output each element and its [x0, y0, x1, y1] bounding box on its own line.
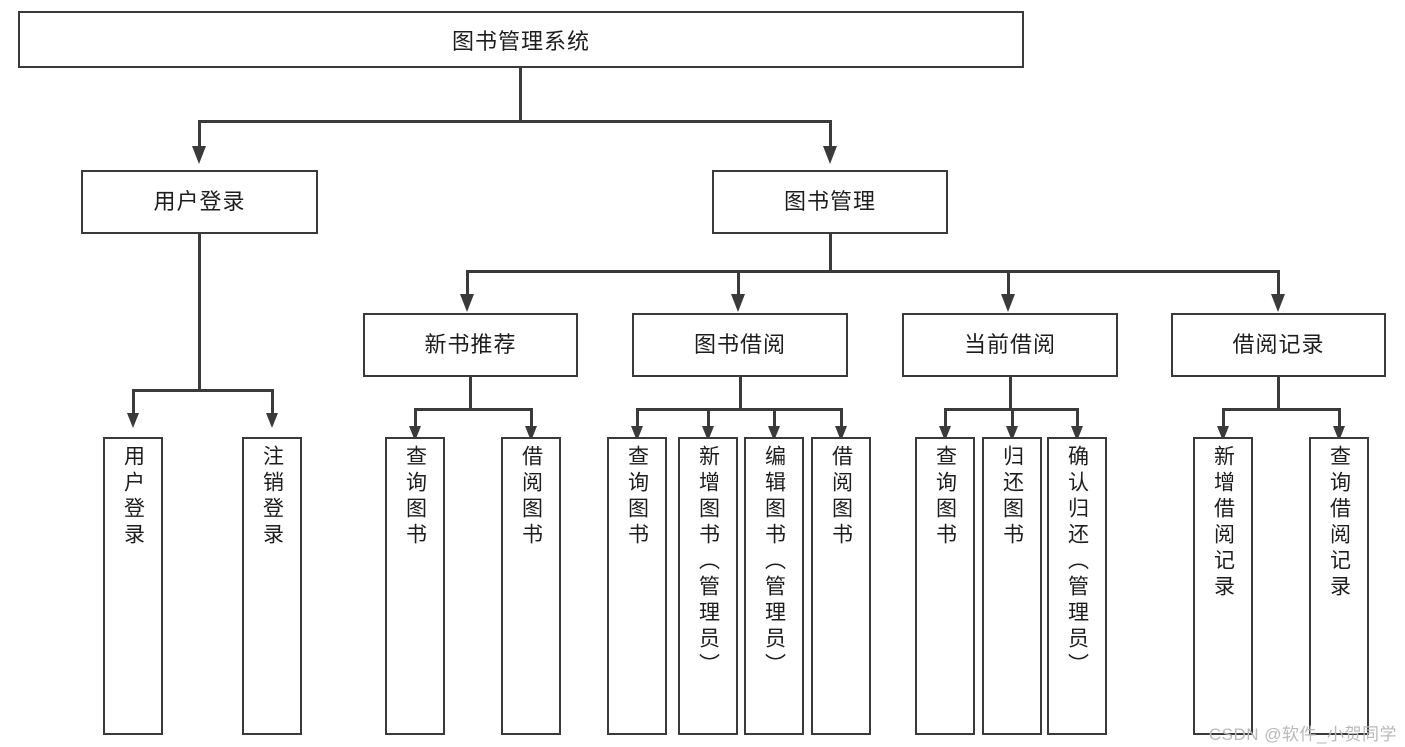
node-label: 借阅记录 [1232, 331, 1325, 357]
leaf-label: 查询图书 [403, 445, 427, 549]
node-label: 图书管理 [783, 188, 876, 214]
connector-root-stem [519, 68, 522, 120]
leaf-new-book-query[interactable]: 查询图书 [385, 437, 445, 735]
arrow-level2-2 [823, 146, 837, 164]
node-root-system[interactable]: 图书管理系统 [18, 11, 1024, 68]
node-book-borrow[interactable]: 图书借阅 [632, 313, 848, 377]
connector-user-login-drop-2 [271, 389, 274, 415]
connector-book-borrow-drop-4 [840, 408, 843, 429]
node-label: 图书管理系统 [451, 28, 590, 54]
node-new-book-recommend[interactable]: 新书推荐 [363, 313, 578, 377]
arrow-level2-1 [192, 146, 206, 164]
connector-current-borrow-drop-1 [944, 408, 947, 429]
leaf-label: 新增借阅记录 [1211, 445, 1235, 601]
leaf-label: 用户登录 [121, 445, 145, 549]
connector-level2-drop-2 [829, 120, 832, 148]
connector-borrow-record-stem [1277, 377, 1280, 408]
leaf-user-login-login[interactable]: 用户登录 [103, 437, 163, 735]
arrow-level3-3 [1001, 294, 1015, 312]
leaf-borrow-record-query[interactable]: 查询借阅记录 [1309, 437, 1369, 735]
leaf-borrow-record-add[interactable]: 新增借阅记录 [1193, 437, 1253, 735]
connector-current-borrow-drop-3 [1076, 408, 1079, 429]
connector-borrow-record-bus [1222, 408, 1340, 411]
connector-new-book-drop-2 [530, 408, 533, 429]
connector-user-login-bus [132, 389, 273, 392]
connector-new-book-bus [414, 408, 532, 411]
leaf-book-borrow-edit[interactable]: 编辑图书（管理员） [744, 437, 804, 735]
node-label: 当前借阅 [963, 331, 1056, 357]
node-borrow-record[interactable]: 借阅记录 [1171, 313, 1386, 377]
node-current-borrow[interactable]: 当前借阅 [902, 313, 1118, 377]
leaf-new-book-borrow[interactable]: 借阅图书 [501, 437, 561, 735]
connector-level3-drop-4 [1277, 270, 1280, 296]
leaf-current-borrow-return[interactable]: 归还图书 [982, 437, 1042, 735]
leaf-label: 借阅图书 [829, 445, 853, 549]
connector-new-book-stem [469, 377, 472, 408]
arrow-user-login-leaf-1 [127, 413, 139, 428]
connector-level2-bus [198, 120, 831, 123]
leaf-label: 编辑图书（管理员） [762, 445, 786, 679]
leaf-user-login-logout[interactable]: 注销登录 [242, 437, 302, 735]
node-user-login[interactable]: 用户登录 [81, 170, 318, 234]
connector-book-borrow-bus [636, 408, 842, 411]
connector-book-borrow-stem [739, 377, 742, 408]
node-label: 用户登录 [153, 188, 246, 214]
leaf-current-borrow-query[interactable]: 查询图书 [915, 437, 975, 735]
connector-current-borrow-drop-2 [1011, 408, 1014, 429]
connector-new-book-drop-1 [414, 408, 417, 429]
leaf-label: 归还图书 [1000, 445, 1024, 549]
connector-borrow-record-drop-2 [1338, 408, 1341, 429]
leaf-label: 查询图书 [625, 445, 649, 549]
leaf-label: 确认归还（管理员） [1065, 445, 1089, 679]
arrow-level3-4 [1271, 294, 1285, 312]
leaf-book-borrow-borrow[interactable]: 借阅图书 [811, 437, 871, 735]
connector-current-borrow-stem [1009, 377, 1012, 408]
connector-book-borrow-drop-3 [773, 408, 776, 429]
node-book-management[interactable]: 图书管理 [712, 170, 948, 234]
leaf-book-borrow-add[interactable]: 新增图书（管理员） [678, 437, 738, 735]
connector-user-login-drop-1 [132, 389, 135, 415]
node-label: 新书推荐 [424, 331, 517, 357]
connector-borrow-record-drop-1 [1222, 408, 1225, 429]
leaf-current-borrow-confirm-return[interactable]: 确认归还（管理员） [1047, 437, 1107, 735]
leaf-label: 新增图书（管理员） [696, 445, 720, 679]
connector-book-management-stem [829, 234, 832, 270]
connector-level3-drop-3 [1007, 270, 1010, 296]
leaf-label: 借阅图书 [519, 445, 543, 549]
arrow-user-login-leaf-2 [266, 413, 278, 428]
connector-level3-drop-2 [737, 270, 740, 296]
arrow-level3-1 [460, 294, 474, 312]
connector-level3-drop-1 [466, 270, 469, 296]
connector-book-borrow-drop-2 [707, 408, 710, 429]
arrow-level3-2 [731, 294, 745, 312]
leaf-book-borrow-query[interactable]: 查询图书 [607, 437, 667, 735]
connector-level2-drop-1 [198, 120, 201, 148]
node-label: 图书借阅 [693, 331, 786, 357]
connector-user-login-stem [198, 234, 201, 389]
leaf-label: 查询借阅记录 [1327, 445, 1351, 601]
leaf-label: 注销登录 [260, 445, 284, 549]
leaf-label: 查询图书 [933, 445, 957, 549]
connector-level3-bus [466, 270, 1279, 273]
connector-book-borrow-drop-1 [636, 408, 639, 429]
